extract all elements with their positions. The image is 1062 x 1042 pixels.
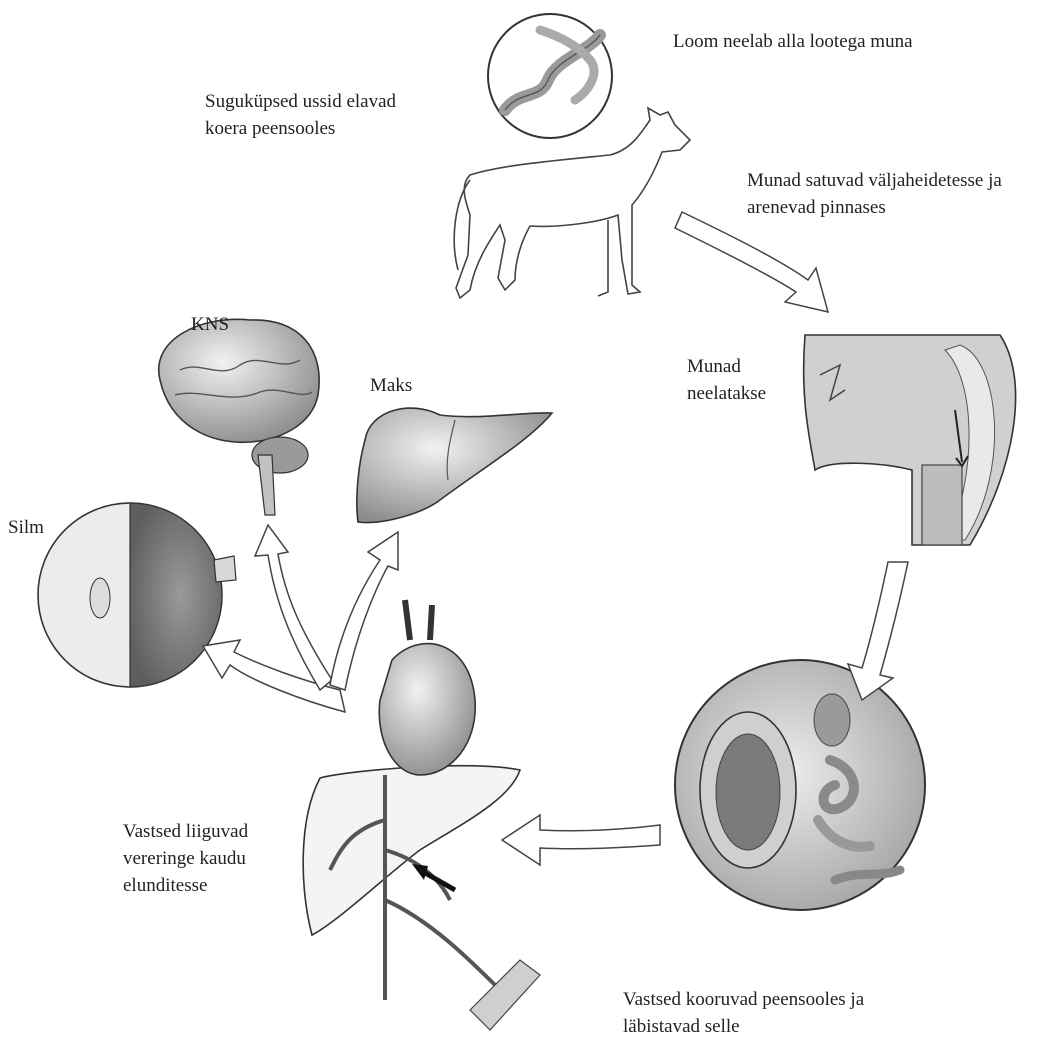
arrow-mouth-to-intestine [848, 562, 908, 700]
label-line: Maks [370, 372, 412, 399]
mouth-section-illustration [804, 335, 1016, 545]
eye-illustration [38, 503, 236, 687]
label-line: Suguküpsed ussid elavad [205, 88, 396, 115]
arrow-intestine-to-heart [502, 815, 660, 865]
label-line: neelatakse [687, 380, 766, 407]
arrow-to-brain [255, 525, 332, 690]
label-egg-swallowed: Loom neelab alla lootega muna [673, 28, 913, 55]
label-larvae-migrate: Vastsed liiguvad vereringe kaudu elundit… [123, 818, 248, 899]
brain-illustration [159, 319, 319, 515]
label-line: läbistavad selle [623, 1013, 864, 1040]
label-line: KNS [191, 311, 229, 338]
label-eye: Silm [8, 514, 44, 541]
label-line: Vastsed kooruvad peensooles ja [623, 986, 864, 1013]
label-liver: Maks [370, 372, 412, 399]
label-eggs-ingested: Munad neelatakse [687, 353, 766, 407]
label-adult-worms: Suguküpsed ussid elavad koera peensooles [205, 88, 396, 142]
label-line: Munad satuvad väljaheidetesse ja [747, 167, 1002, 194]
label-line: vereringe kaudu [123, 845, 248, 872]
label-cns: KNS [191, 311, 229, 338]
label-line: koera peensooles [205, 115, 396, 142]
dog-illustration [454, 108, 690, 298]
intestine-inset [675, 660, 925, 910]
label-line: elunditesse [123, 872, 248, 899]
arrow-dog-to-mouth [675, 212, 828, 312]
label-larvae-hatch: Vastsed kooruvad peensooles ja läbistava… [623, 986, 864, 1040]
liver-illustration [357, 408, 552, 522]
label-line: Silm [8, 514, 44, 541]
label-line: Loom neelab alla lootega muna [673, 28, 913, 55]
label-line: Vastsed liiguvad [123, 818, 248, 845]
arrow-to-liver [330, 532, 398, 690]
label-eggs-in-feces: Munad satuvad väljaheidetesse ja areneva… [747, 167, 1002, 221]
label-line: arenevad pinnases [747, 194, 1002, 221]
label-line: Munad [687, 353, 766, 380]
worm-inset [488, 14, 612, 138]
